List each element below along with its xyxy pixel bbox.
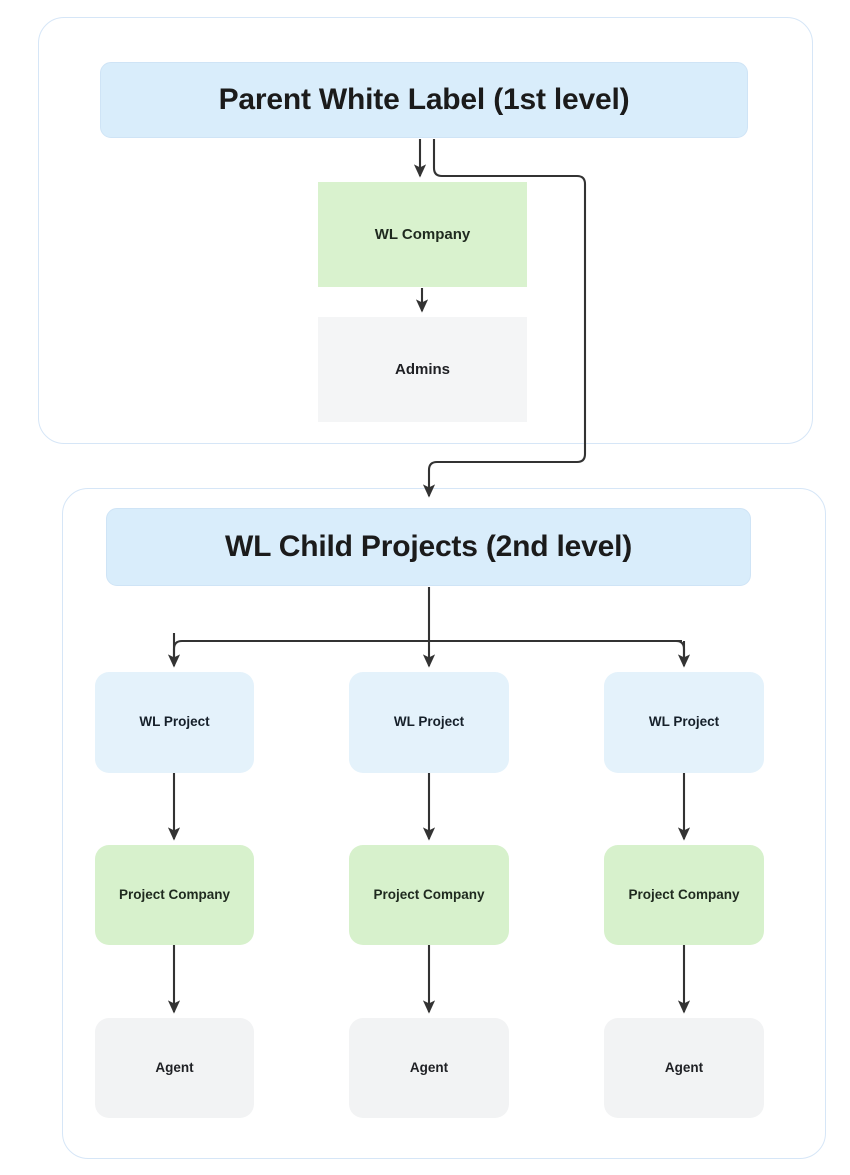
node-admins[interactable]: Admins — [318, 317, 527, 422]
node-project-company-2[interactable]: Project Company — [349, 845, 509, 945]
node-project-company-3[interactable]: Project Company — [604, 845, 764, 945]
section-header-wl-child-projects[interactable]: WL Child Projects (2nd level) — [106, 508, 751, 586]
node-project-company-1[interactable]: Project Company — [95, 845, 254, 945]
node-wl-company[interactable]: WL Company — [318, 182, 527, 287]
section-header-parent-white-label[interactable]: Parent White Label (1st level) — [100, 62, 748, 138]
node-wl-project-1[interactable]: WL Project — [95, 672, 254, 773]
node-agent-2[interactable]: Agent — [349, 1018, 509, 1118]
node-agent-1[interactable]: Agent — [95, 1018, 254, 1118]
node-wl-project-2[interactable]: WL Project — [349, 672, 509, 773]
node-agent-3[interactable]: Agent — [604, 1018, 764, 1118]
node-wl-project-3[interactable]: WL Project — [604, 672, 764, 773]
